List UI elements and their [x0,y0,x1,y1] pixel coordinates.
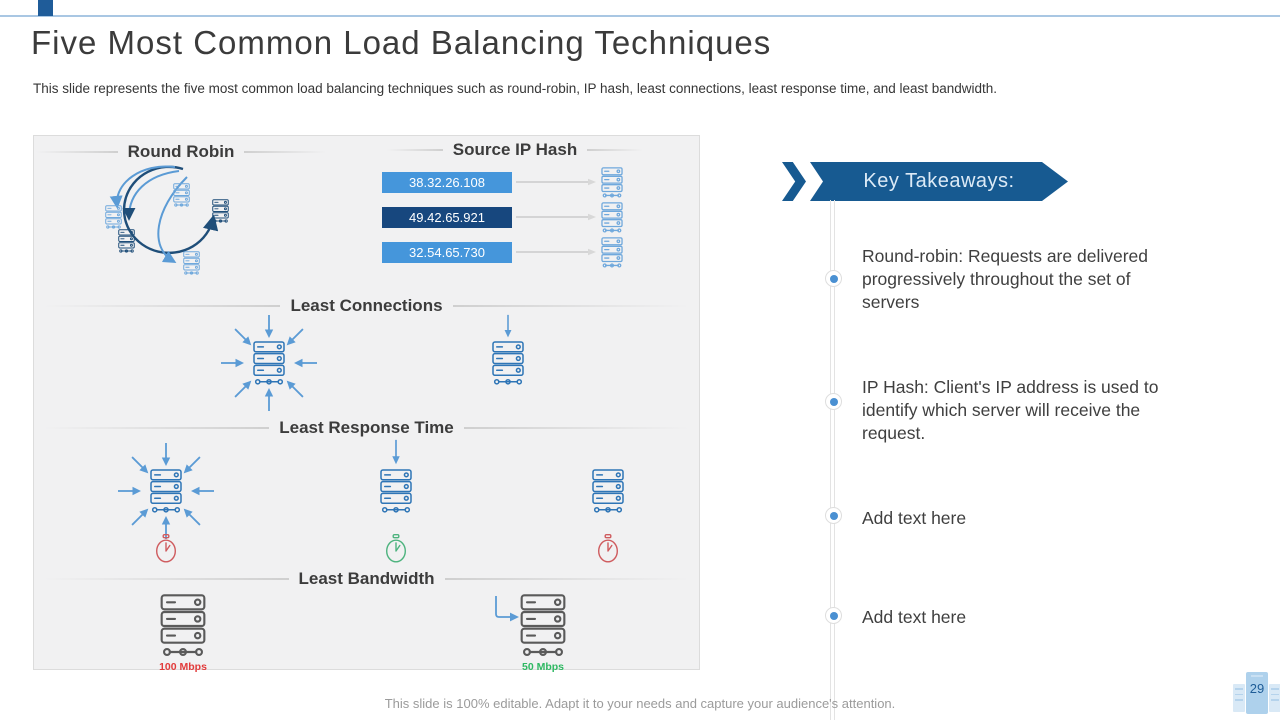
top-accent-square [38,0,53,16]
server-icon [253,341,285,386]
section-heading-least-bandwidth: Least Bandwidth [44,569,690,589]
page-number: 29 [1249,680,1265,696]
heading-line [44,427,270,429]
connector-arrow [516,213,598,221]
section-heading-least-connections: Least Connections [44,296,689,316]
editable-note: This slide is 100% editable. Adapt it to… [384,696,896,711]
banner-chevron [782,162,806,201]
least-response-time-title: Least Response Time [279,418,454,437]
key-takeaways-banner: Key Takeaways: [782,162,1068,201]
server-icon [212,199,229,223]
source-ip-hash-title: Source IP Hash [452,140,578,159]
takeaways-timeline [830,200,835,720]
stopwatch-icon [384,534,408,564]
server-icon [600,237,624,268]
least-connections-title: Least Connections [290,296,443,315]
ip-address-bar: 32.54.65.730 [382,242,512,263]
bandwidth-label-100mbps: 100 Mbps [159,661,207,673]
ip-address-bar: 49.42.65.921 [382,207,512,228]
server-icon [492,341,524,386]
server-icon [173,183,190,207]
elbow-arrow [495,596,519,622]
server-icon [520,594,566,658]
section-heading-source-ip-hash: Source IP Hash [387,140,643,160]
server-icon [150,469,182,514]
ip-address-bar: 38.32.26.108 [382,172,512,193]
heading-line [444,578,690,580]
round-robin-arrows [109,165,219,263]
server-icon [1269,684,1280,712]
connector-arrow [516,248,598,256]
down-arrow [502,314,514,340]
heading-line [452,305,689,307]
timeline-dot [825,393,842,410]
stopwatch-icon [154,534,178,564]
key-takeaways-label: Key Takeaways: [863,170,1015,192]
server-icon [380,469,412,514]
server-icon [160,594,206,658]
heading-line [44,305,281,307]
heading-line [244,151,327,153]
takeaway-item-ip-hash: IP Hash: Client's IP address is used to … [862,377,1159,444]
server-icon [592,469,624,514]
down-arrow [390,439,402,467]
takeaway-item-round-robin: Round-robin: Requests are delivered prog… [862,246,1148,313]
takeaway-placeholder-2[interactable]: Add text here [862,607,967,627]
page-number-badge: 29 [1246,672,1268,714]
heading-line [44,578,289,580]
techniques-diagram-panel: Round Robin Source IP Hash 38.3 [33,135,700,673]
takeaway-placeholder-1[interactable]: Add text here [862,508,967,528]
heading-line [463,427,690,429]
connector-arrow [516,178,598,186]
round-robin-title: Round Robin [127,142,235,161]
slide-subtitle: This slide represents the five most comm… [33,81,998,96]
heading-line [36,151,118,153]
timeline-dot [825,507,842,524]
least-bandwidth-title: Least Bandwidth [298,569,435,588]
top-accent-line [0,15,1280,17]
server-icon [183,251,200,275]
server-icon [600,202,624,233]
heading-line [387,149,443,151]
heading-line [587,149,643,151]
section-heading-round-robin: Round Robin [36,142,327,162]
server-icon [600,167,624,198]
stopwatch-icon [596,534,620,564]
bandwidth-label-50mbps: 50 Mbps [521,661,564,673]
page-title: Five Most Common Load Balancing Techniqu… [31,24,772,61]
section-heading-least-response-time: Least Response Time [44,418,690,438]
server-icon [1233,684,1245,712]
banner-body: Key Takeaways: [810,162,1068,201]
timeline-dot [825,270,842,287]
timeline-dot [825,607,842,624]
server-icon [118,229,135,253]
server-icon [105,205,122,229]
